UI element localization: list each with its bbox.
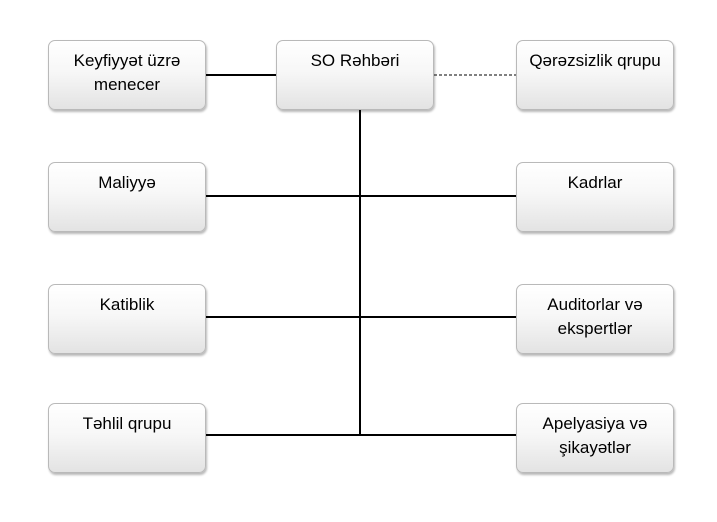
node-label: Apelyasiya və şikayətlər — [542, 414, 648, 457]
node-label: Auditorlar və ekspertlər — [547, 295, 643, 338]
node-qerezsizlik-qrupu: Qərəzsizlik qrupu — [516, 40, 674, 110]
node-apelyasiya-sikayetler: Apelyasiya və şikayətlər — [516, 403, 674, 473]
node-label: Maliyyə — [98, 173, 156, 192]
node-label: Kadrlar — [567, 173, 623, 192]
node-keyfiyyet-menecer: Keyfiyyət üzrə menecer — [48, 40, 206, 110]
node-so-rehberi: SO Rəhbəri — [276, 40, 434, 110]
node-maliyye: Maliyyə — [48, 162, 206, 232]
node-label: Keyfiyyət üzrə menecer — [73, 51, 181, 94]
node-katiblik: Katiblik — [48, 284, 206, 354]
node-auditorlar-ekspertler: Auditorlar və ekspertlər — [516, 284, 674, 354]
node-label: Qərəzsizlik qrupu — [529, 51, 661, 70]
node-label: Katiblik — [99, 295, 155, 314]
node-kadrlar: Kadrlar — [516, 162, 674, 232]
node-tehlil-qrupu: Təhlil qrupu — [48, 403, 206, 473]
node-label: SO Rəhbəri — [310, 51, 400, 70]
node-label: Təhlil qrupu — [82, 414, 172, 433]
